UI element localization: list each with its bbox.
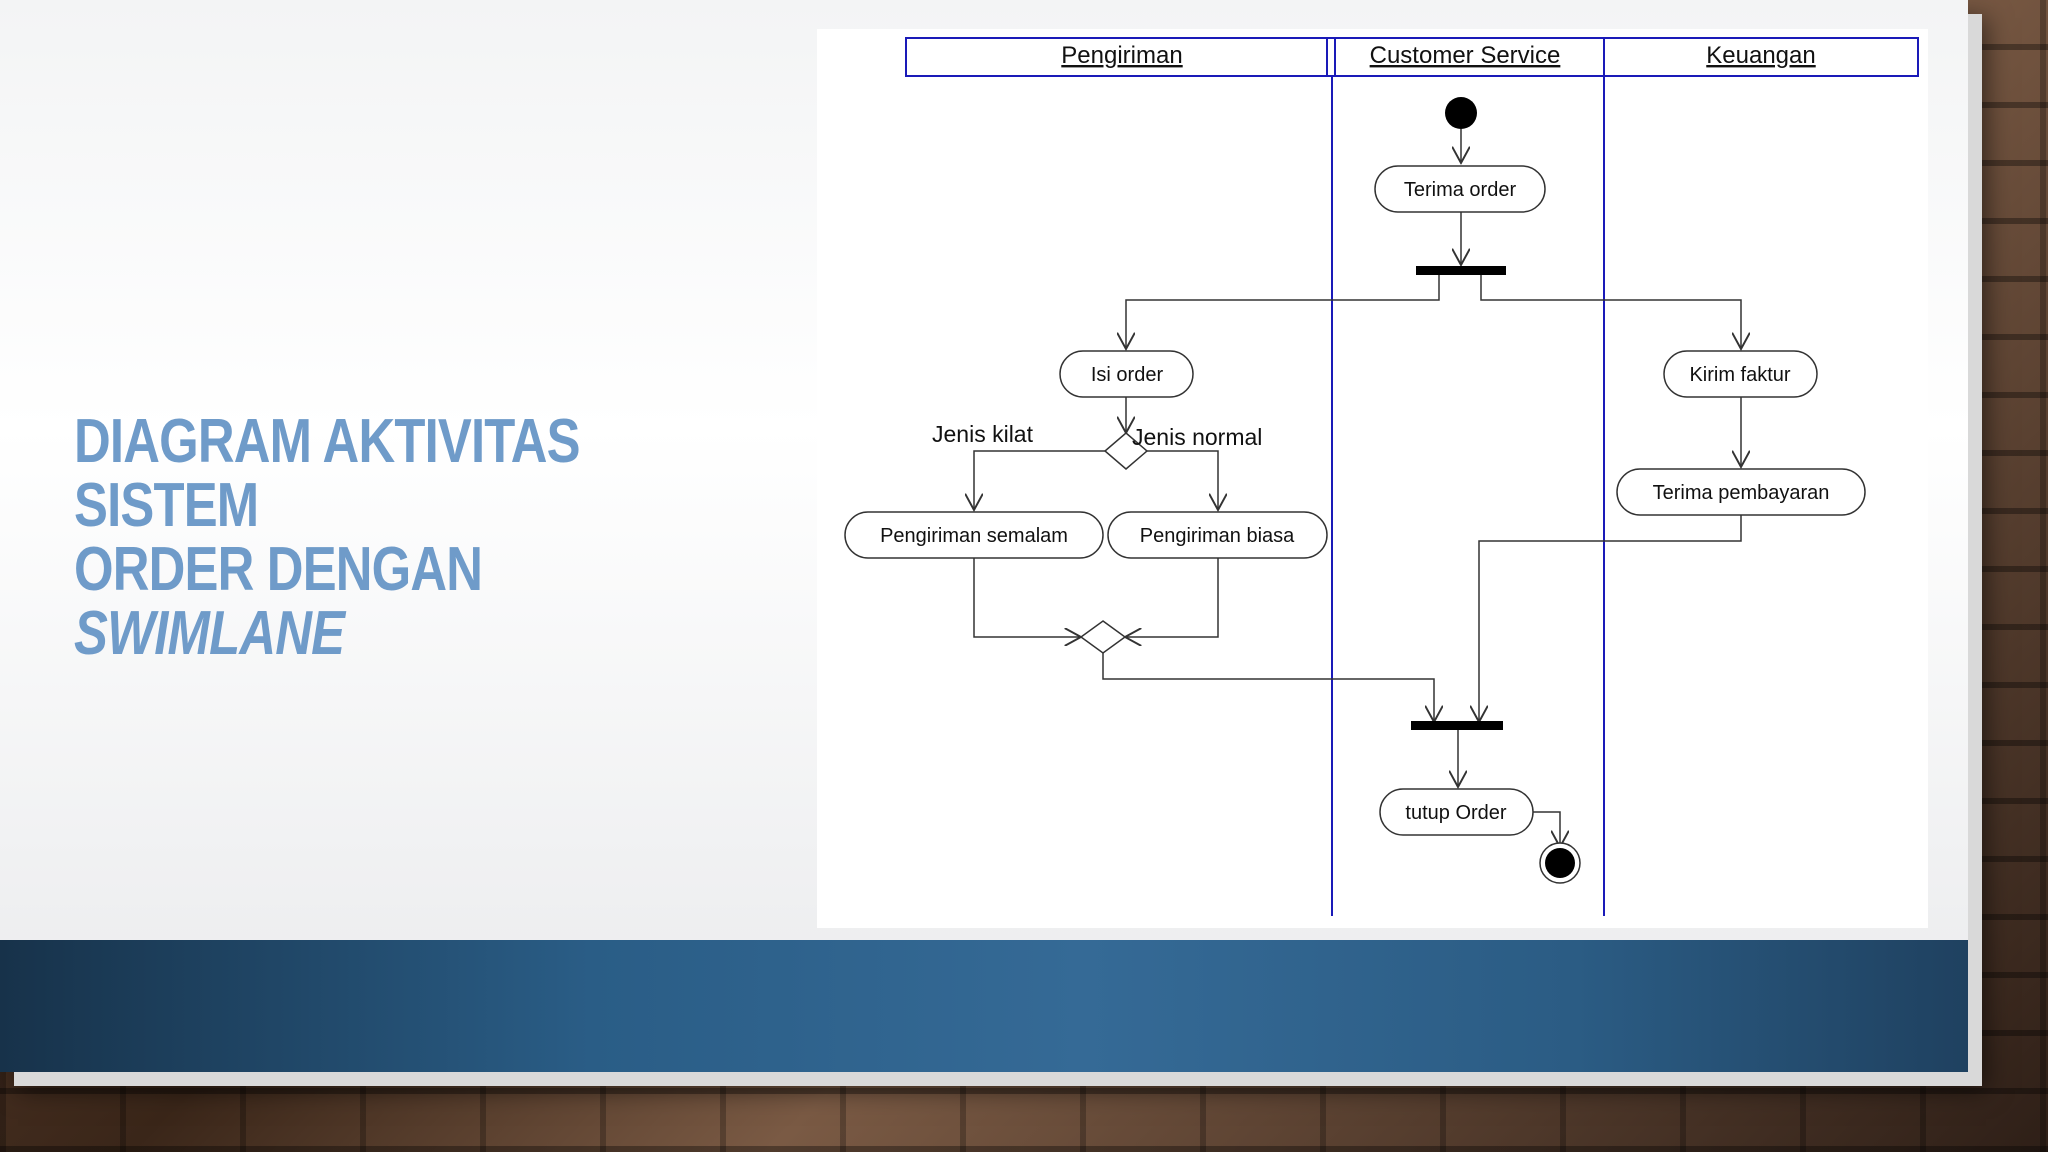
activity-label: tutup Order bbox=[1405, 802, 1507, 824]
activity-label: Pengiriman semalam bbox=[880, 525, 1068, 547]
slide-title: DIAGRAM AKTIVITAS SISTEM ORDER DENGAN SW… bbox=[74, 410, 648, 666]
activity-pengiriman-semalam: Pengiriman semalam bbox=[844, 511, 1104, 559]
merge-node bbox=[1079, 620, 1127, 654]
slide-title-line2: ORDER DENGAN SWIMLANE bbox=[74, 538, 648, 666]
activity-tutup-order: tutup Order bbox=[1379, 788, 1534, 836]
activity-label: Kirim faktur bbox=[1689, 364, 1790, 386]
activity-terima-order: Terima order bbox=[1374, 165, 1546, 213]
activity-terima-pembayaran: Terima pembayaran bbox=[1616, 468, 1866, 516]
decision-node bbox=[1103, 432, 1149, 470]
slide-title-prefix: ORDER DENGAN bbox=[74, 535, 483, 604]
activity-diagram: Pengiriman Customer Service Keuangan Ter… bbox=[844, 37, 1919, 916]
footer-band bbox=[0, 940, 1968, 1072]
guard-jenis-kilat: Jenis kilat bbox=[932, 421, 1034, 447]
activity-label: Pengiriman biasa bbox=[1140, 525, 1295, 547]
guard-jenis-normal: Jenis normal bbox=[1132, 424, 1262, 450]
activity-diagram-panel: Pengiriman Customer Service Keuangan Ter… bbox=[817, 29, 1928, 928]
activity-label: Terima order bbox=[1404, 179, 1517, 201]
swimlane-header: Pengiriman Customer Service Keuangan bbox=[905, 37, 1919, 77]
activity-label: Terima pembayaran bbox=[1653, 482, 1830, 504]
join-bar bbox=[1411, 721, 1503, 730]
lane-label-keuangan: Keuangan bbox=[1706, 42, 1815, 69]
activity-isi-order: Isi order bbox=[1059, 350, 1194, 398]
slide-title-emphasis: SWIMLANE bbox=[74, 599, 345, 668]
slide: DIAGRAM AKTIVITAS SISTEM ORDER DENGAN SW… bbox=[0, 0, 1968, 1072]
final-node bbox=[1539, 842, 1581, 884]
lane-label-pengiriman: Pengiriman bbox=[1061, 42, 1182, 69]
initial-node bbox=[1445, 97, 1477, 129]
fork-bar bbox=[1416, 266, 1506, 275]
slide-title-line1: DIAGRAM AKTIVITAS SISTEM bbox=[74, 407, 581, 540]
activity-kirim-faktur: Kirim faktur bbox=[1663, 350, 1818, 398]
activity-pengiriman-biasa: Pengiriman biasa bbox=[1107, 511, 1328, 559]
activity-label: Isi order bbox=[1091, 364, 1164, 386]
lane-label-customer-service: Customer Service bbox=[1370, 42, 1561, 69]
